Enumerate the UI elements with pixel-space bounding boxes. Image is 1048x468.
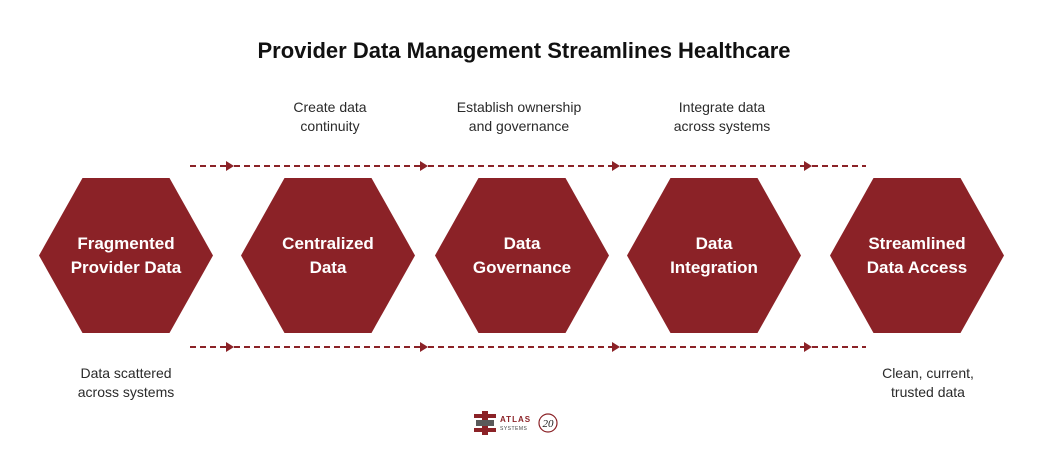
stage-label-line: Data [695, 233, 733, 253]
arrowhead-icon [226, 161, 234, 171]
stage-label: Data Governance [473, 232, 571, 280]
arrowhead-icon [226, 342, 234, 352]
caption-line: continuity [300, 118, 360, 134]
caption-line: Create data [293, 99, 367, 115]
stage-label-line: Centralized [282, 233, 374, 253]
caption-line: trusted data [891, 384, 965, 400]
caption-line: across systems [673, 118, 771, 134]
bottom-caption-fragmented: Data scattered across systems [26, 364, 226, 402]
atlas-systems-logo-icon: ATLAS SYSTEMS 20 [474, 411, 558, 435]
logo-sub-text: SYSTEMS [500, 426, 528, 432]
stage-label: Fragmented Provider Data [71, 232, 182, 280]
bottom-connector-row [190, 342, 866, 352]
stage-label-line: Streamlined [868, 233, 966, 253]
stage-label-line: Governance [472, 257, 572, 277]
arrowhead-icon [612, 342, 620, 352]
stage-label-line: Data Access [866, 257, 968, 277]
bottom-caption-streamlined: Clean, current, trusted data [828, 364, 1028, 402]
caption-line: Establish ownership [456, 99, 582, 115]
top-connector-row [190, 161, 866, 171]
arrowhead-icon [612, 161, 620, 171]
arrowhead-icon [804, 161, 812, 171]
caption-line: Clean, current, [882, 365, 974, 381]
page-title: Provider Data Management Streamlines Hea… [257, 38, 791, 63]
arrowhead-icon [420, 161, 428, 171]
stage-label: Data Integration [670, 232, 758, 280]
arrowhead-icon [804, 342, 812, 352]
logo-badge-ring [538, 413, 558, 433]
stage-label: Centralized Data [282, 232, 374, 280]
stage-label-line: Fragmented [77, 233, 175, 253]
stage-label: Streamlined Data Access [867, 232, 968, 280]
stage-label-line: Integration [670, 257, 758, 277]
caption-line: across systems [77, 384, 175, 400]
stage-label-line: Data [309, 257, 347, 277]
logo-badge-text: 20 [543, 418, 555, 430]
logo-mark [474, 411, 496, 435]
arrowhead-icon [420, 342, 428, 352]
caption-line: and governance [468, 118, 570, 134]
top-caption-governance: Establish ownership and governance [419, 98, 619, 136]
caption-line: Integrate data [678, 99, 766, 115]
top-caption-integration: Integrate data across systems [622, 98, 822, 136]
stage-label-line: Provider Data [70, 257, 182, 277]
stage-label-line: Data [503, 233, 541, 253]
top-caption-centralized: Create data continuity [230, 98, 430, 136]
caption-line: Data scattered [80, 365, 172, 381]
logo-brand-text: ATLAS [500, 415, 531, 424]
